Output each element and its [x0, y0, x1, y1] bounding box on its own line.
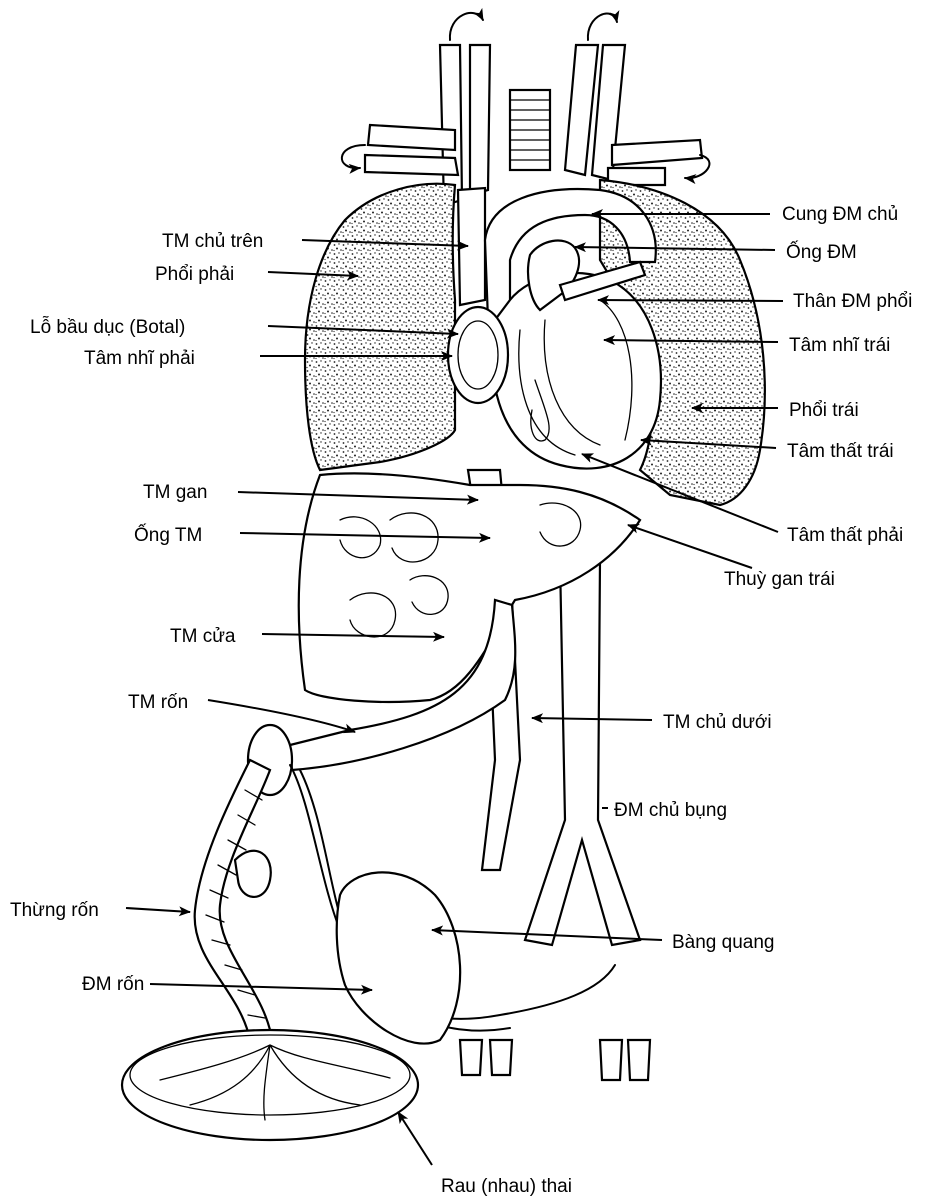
label-tam-nhi-phai: Tâm nhĩ phải: [84, 348, 195, 369]
heart: [492, 273, 661, 469]
labels-bottom: Rau (nhau) thai: [398, 1112, 572, 1197]
label-bang-quang: Bàng quang: [672, 932, 775, 953]
umbilical-cord: [195, 760, 272, 1040]
label-ong-dm: Ống ĐM: [786, 241, 857, 263]
label-phoi-phai: Phổi phải: [155, 264, 234, 285]
neck-vessels: [342, 13, 710, 205]
label-than-dm-phoi: Thân ĐM phổi: [793, 291, 912, 312]
label-tm-gan: TM gan: [143, 482, 207, 503]
label-tam-that-trai: Tâm thất trái: [787, 441, 894, 462]
label-tm-chu-tren: TM chủ trên: [162, 231, 263, 252]
placenta: [122, 1030, 418, 1140]
label-dm-chu-bung: ĐM chủ bụng: [614, 800, 727, 821]
label-thung-ron: Thừng rốn: [10, 900, 99, 921]
anatomy-illustration: [122, 13, 765, 1140]
label-rau-thai: Rau (nhau) thai: [441, 1176, 572, 1197]
trachea: [510, 90, 550, 170]
bladder: [337, 872, 460, 1043]
label-tm-ron: TM rốn: [128, 692, 188, 713]
label-dm-ron: ĐM rốn: [82, 974, 144, 995]
abdominal-aorta: [525, 560, 640, 945]
label-tam-nhi-trai: Tâm nhĩ trái: [789, 335, 890, 356]
label-phoi-trai: Phổi trái: [789, 400, 859, 421]
label-ong-tm: Ống TM: [134, 524, 202, 546]
right-lung: [305, 184, 455, 470]
label-thuy-gan-trai: Thuỳ gan trái: [724, 569, 835, 590]
label-cung-dm-chu: Cung ĐM chủ: [782, 204, 898, 225]
label-tm-cua: TM cửa: [170, 626, 236, 647]
label-lo-bau-duc: Lỗ bầu dục (Botal): [30, 316, 185, 338]
label-tm-chu-duoi: TM chủ dưới: [663, 712, 772, 733]
label-tam-that-phai: Tâm thất phải: [787, 525, 903, 546]
